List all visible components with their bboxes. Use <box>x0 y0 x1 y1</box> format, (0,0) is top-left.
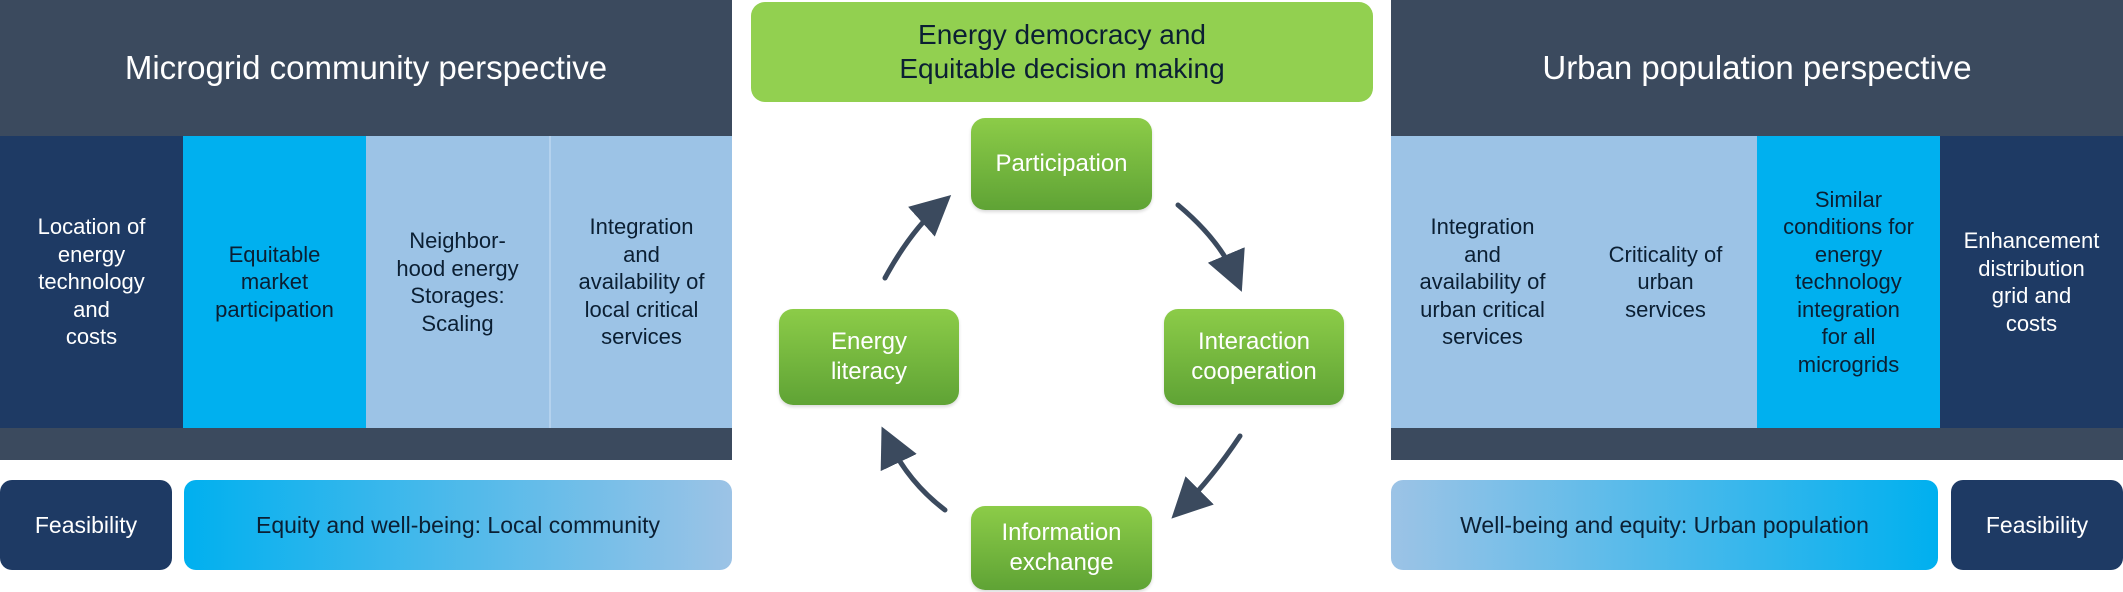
right-wellbeing-pill: Well-being and equity: Urban population <box>1391 480 1938 570</box>
left-feasibility-pill: Feasibility <box>0 480 172 570</box>
right-column-criticality: Criticality of urban services <box>1574 136 1757 428</box>
node-participation: Participation <box>971 118 1152 210</box>
arrow-literacy-to-participation <box>882 194 952 281</box>
arrow-participation-to-interaction <box>1175 202 1245 292</box>
right-column-integration: Integration and availability of urban cr… <box>1391 136 1574 428</box>
node-interaction-cooperation: Interaction cooperation <box>1164 309 1344 405</box>
right-header: Urban population perspective <box>1391 0 2123 136</box>
node-energy-literacy: Energy literacy <box>779 309 959 405</box>
right-feasibility-pill: Feasibility <box>1951 480 2123 570</box>
left-equity-pill: Equity and well-being: Local community <box>184 480 732 570</box>
right-column-similar-conditions: Similar conditions for energy technology… <box>1757 136 1940 428</box>
right-column-enhancement: Enhancement distribution grid and costs <box>1940 136 2123 428</box>
arrow-interaction-to-information <box>1171 433 1243 519</box>
left-column-integration: Integration and availability of local cr… <box>549 136 732 428</box>
node-information-exchange: Information exchange <box>971 506 1152 590</box>
left-column-market: Equitable market participation <box>183 136 366 428</box>
left-column-location: Location of energy technology and costs <box>0 136 183 428</box>
left-header: Microgrid community perspective <box>0 0 732 136</box>
left-column-storage: Neighbor- hood energy Storages: Scaling <box>366 136 549 428</box>
center-title-box: Energy democracy and Equitable decision … <box>751 2 1373 102</box>
right-divider-strip <box>1391 428 2123 460</box>
arrow-information-to-literacy <box>880 426 948 513</box>
left-divider-strip <box>0 428 732 460</box>
